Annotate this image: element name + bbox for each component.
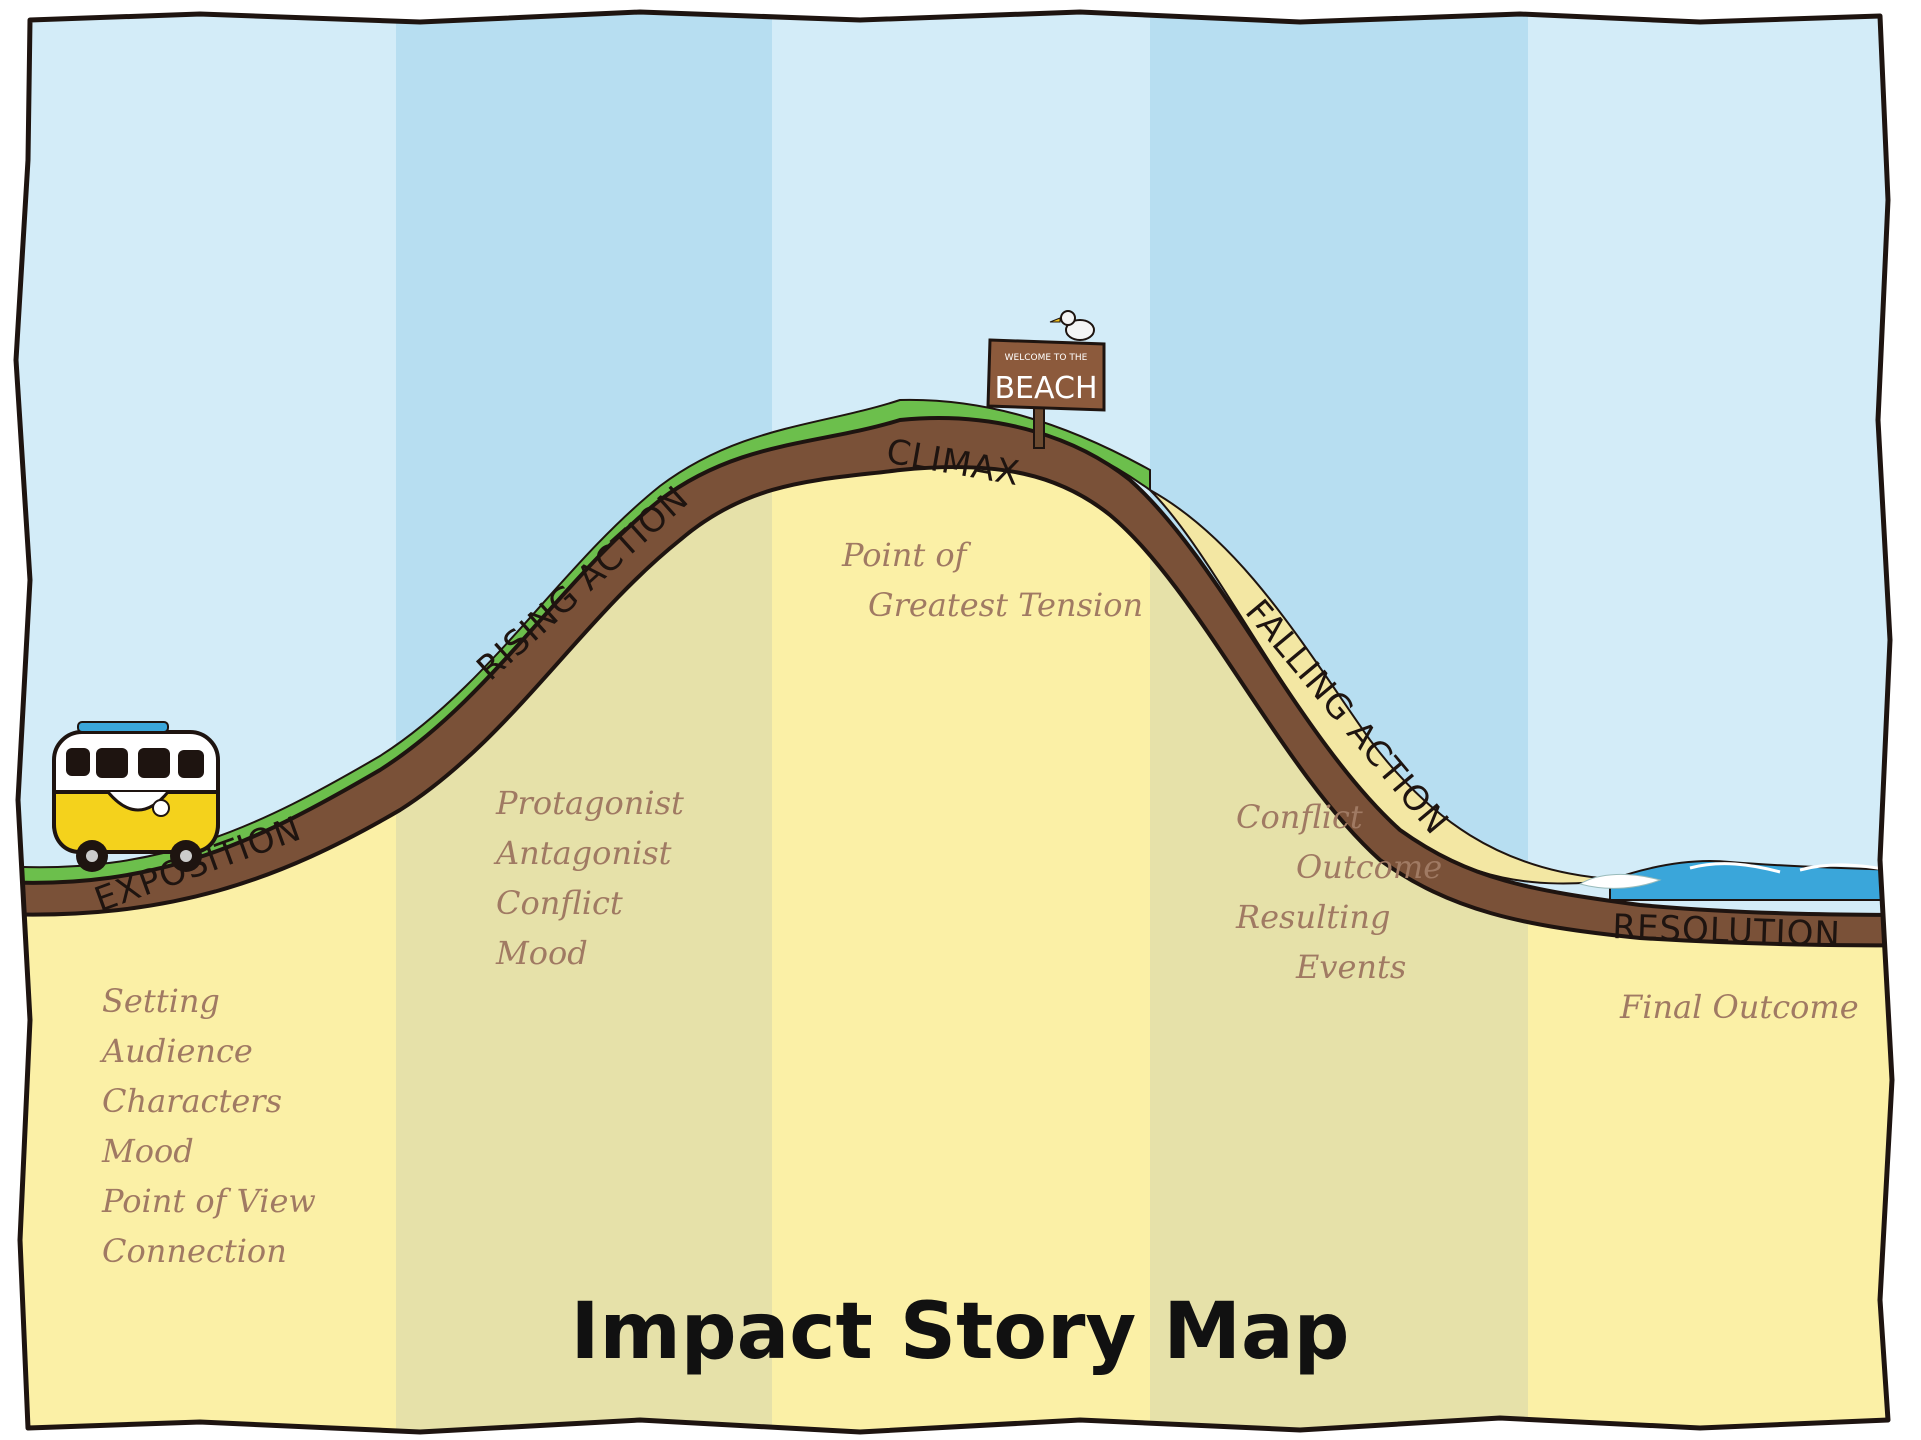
note-mood-rising: Mood <box>495 934 588 972</box>
note-conflict: Conflict <box>496 884 623 922</box>
notes-falling-action: Conflict Outcome Resulting Events <box>1235 798 1442 986</box>
story-road <box>16 416 1892 948</box>
note-point-of-view: Point of View <box>101 1182 316 1220</box>
note-characters: Characters <box>102 1082 282 1120</box>
sign-big-text: BEACH <box>994 371 1097 406</box>
note-connection: Connection <box>102 1232 287 1270</box>
note-greatest-tension: Greatest Tension <box>868 586 1143 624</box>
sign-small-text: WELCOME TO THE <box>1005 353 1088 363</box>
beach-sign-icon: WELCOME TO THE BEACH <box>986 338 1106 449</box>
note-setting: Setting <box>102 982 220 1020</box>
sand-band <box>772 418 1150 1432</box>
paper-edge <box>13 9 1895 1435</box>
note-final-outcome: Final Outcome <box>1619 988 1859 1026</box>
notes-climax: Point of Greatest Tension <box>841 536 1143 624</box>
note-mood: Mood <box>101 1132 194 1170</box>
bird-icon <box>1049 310 1095 341</box>
stage-label-resolution: RESOLUTION <box>1612 907 1842 955</box>
map-title: Impact Story Map <box>570 1287 1349 1377</box>
note-conflict-falling: Conflict <box>1236 798 1363 836</box>
note-outcome: Outcome <box>1296 848 1442 886</box>
note-antagonist: Antagonist <box>493 834 672 872</box>
note-resulting: Resulting <box>1235 898 1390 936</box>
notes-rising-action: Protagonist Antagonist Conflict Mood <box>493 784 684 972</box>
note-audience: Audience <box>99 1032 253 1070</box>
notes-resolution: Final Outcome <box>1619 988 1859 1026</box>
notes-exposition: Setting Audience Characters Mood Point o… <box>99 982 316 1270</box>
van-icon <box>52 721 220 872</box>
note-point-of: Point of <box>841 536 972 574</box>
note-events: Events <box>1295 948 1406 986</box>
note-protagonist: Protagonist <box>495 784 684 822</box>
